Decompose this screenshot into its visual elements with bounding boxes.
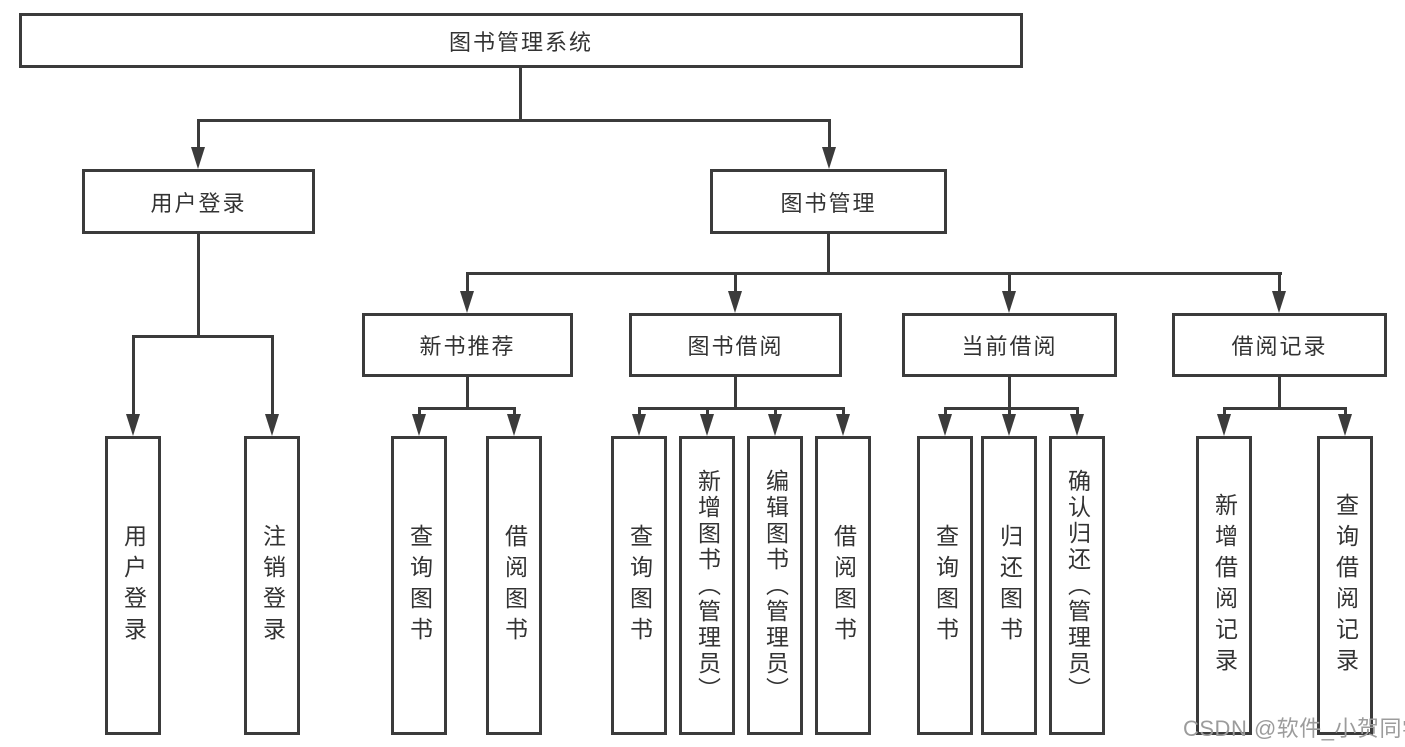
node-label: 当前借阅 <box>961 334 1058 359</box>
node-user-login: 用户登录 <box>82 169 315 234</box>
node-label: 新书推荐 <box>419 334 516 359</box>
node-borrowing-records: 借阅记录 <box>1172 313 1387 377</box>
connector-line <box>1344 407 1347 417</box>
connector-line <box>1223 407 1226 417</box>
node-label: 新增借阅记录 <box>1211 492 1238 679</box>
connector-line <box>1008 272 1011 293</box>
arrowhead <box>728 291 742 313</box>
arrowhead <box>126 414 140 436</box>
node-label: 查询图书 <box>932 523 959 648</box>
connector-line <box>1008 377 1011 407</box>
connector-line <box>734 272 737 293</box>
node-label: 用户登录 <box>150 190 247 216</box>
node-book-borrowing: 图书借阅 <box>629 313 842 377</box>
arrowhead <box>412 414 426 436</box>
node-current-borrowing: 当前借阅 <box>902 313 1117 377</box>
arrowhead <box>1272 291 1286 313</box>
leaf-user-login: 用户登录 <box>105 436 161 735</box>
connector-line <box>513 407 516 417</box>
connector-line <box>1008 407 1011 417</box>
node-label: 查询图书 <box>626 523 653 648</box>
connector-line <box>466 377 469 407</box>
node-book-management: 图书管理 <box>710 169 947 234</box>
connector-line <box>1223 407 1347 410</box>
leaf-borrowing-borrow-books: 借阅图书 <box>815 436 871 735</box>
connector-line <box>132 335 135 416</box>
connector-line <box>828 119 831 149</box>
node-label: 图书管理系统 <box>448 29 593 55</box>
arrowhead <box>1070 414 1084 436</box>
connector-line <box>466 272 1282 275</box>
connector-line <box>1278 272 1281 293</box>
node-label: 图书管理 <box>780 190 877 216</box>
connector-line <box>734 377 737 407</box>
leaf-borrowing-add-books-admin: 新增图书（管理员） <box>679 436 735 735</box>
connector-line <box>466 272 469 293</box>
connector-line <box>1076 407 1079 417</box>
node-label: 借阅记录 <box>1231 334 1328 359</box>
arrowhead <box>768 414 782 436</box>
arrowhead <box>460 291 474 313</box>
csdn-watermark: CSDN @软件_小贺同学 <box>1183 716 1405 741</box>
connector-line <box>418 407 516 410</box>
connector-line <box>519 68 522 119</box>
arrowhead <box>507 414 521 436</box>
connector-line <box>944 407 1079 410</box>
leaf-borrowing-query-books: 查询图书 <box>611 436 667 735</box>
connector-line <box>418 407 421 417</box>
node-label: 图书借阅 <box>687 334 784 359</box>
node-label: 编辑图书（管理员） <box>762 468 789 703</box>
connector-line <box>638 407 641 417</box>
leaf-current-return-books: 归还图书 <box>981 436 1037 735</box>
node-label: 用户登录 <box>120 523 147 648</box>
arrowhead <box>1002 291 1016 313</box>
node-label: 借阅图书 <box>501 523 528 648</box>
leaf-records-query-borrow-record: 查询借阅记录 <box>1317 436 1373 735</box>
connector-line <box>827 234 830 272</box>
connector-line <box>132 335 273 338</box>
connector-line <box>944 407 947 417</box>
leaf-borrowing-edit-books-admin: 编辑图书（管理员） <box>747 436 803 735</box>
leaf-current-confirm-return-admin: 确认归还（管理员） <box>1049 436 1105 735</box>
leaf-recommend-query-books: 查询图书 <box>391 436 447 735</box>
arrowhead <box>632 414 646 436</box>
connector-line <box>271 335 274 416</box>
connector-line <box>1278 377 1281 407</box>
arrowhead <box>1002 414 1016 436</box>
leaf-current-query-books: 查询图书 <box>917 436 973 735</box>
connector-line <box>706 407 709 417</box>
arrowhead <box>265 414 279 436</box>
connector-line <box>842 407 845 417</box>
node-label: 借阅图书 <box>830 523 857 648</box>
arrowhead <box>938 414 952 436</box>
arrowhead <box>836 414 850 436</box>
leaf-logout: 注销登录 <box>244 436 300 735</box>
node-label: 查询图书 <box>406 523 433 648</box>
arrowhead <box>700 414 714 436</box>
node-label: 新增图书（管理员） <box>694 468 721 703</box>
node-root-library-management-system: 图书管理系统 <box>19 13 1023 68</box>
connector-line <box>638 407 845 410</box>
leaf-recommend-borrow-books: 借阅图书 <box>486 436 542 735</box>
connector-line <box>197 119 831 122</box>
node-label: 归还图书 <box>996 523 1023 648</box>
arrowhead <box>1217 414 1231 436</box>
connector-line <box>774 407 777 417</box>
node-label: 确认归还（管理员） <box>1064 468 1091 703</box>
leaf-records-add-borrow-record: 新增借阅记录 <box>1196 436 1252 735</box>
arrowhead <box>191 147 205 169</box>
arrowhead <box>822 147 836 169</box>
node-label: 注销登录 <box>259 523 286 648</box>
connector-line <box>197 119 200 149</box>
arrowhead <box>1338 414 1352 436</box>
node-label: 查询借阅记录 <box>1332 492 1359 679</box>
connector-line <box>197 234 200 335</box>
node-new-book-recommend: 新书推荐 <box>362 313 573 377</box>
